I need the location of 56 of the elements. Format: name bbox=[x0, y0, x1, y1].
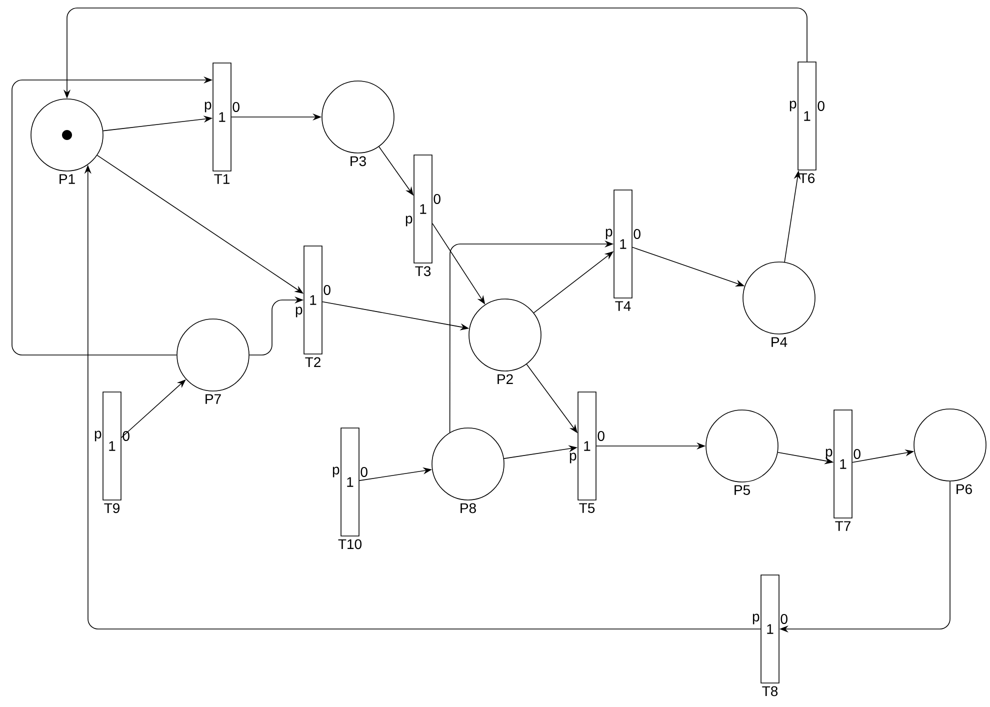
transition-name: T8 bbox=[762, 686, 778, 696]
transition-name: T10 bbox=[338, 539, 362, 550]
side-label: p bbox=[406, 216, 412, 226]
side-label: 0 bbox=[598, 431, 604, 441]
side-label: p bbox=[204, 102, 212, 112]
place-circle bbox=[468, 298, 542, 372]
transition-name: T4 bbox=[615, 301, 631, 311]
side-label: 0 bbox=[818, 101, 824, 111]
side-label: 0 bbox=[634, 229, 640, 239]
place-circle bbox=[176, 318, 250, 392]
transition-bar: 1 bbox=[414, 154, 432, 264]
transition-bar: 1 bbox=[212, 62, 232, 172]
transition-bar: 1 bbox=[798, 62, 816, 170]
transition-name: T3 bbox=[415, 266, 431, 276]
transition-bar: 1 bbox=[614, 190, 632, 298]
place-name: P4 bbox=[772, 337, 788, 347]
side-label: p bbox=[752, 614, 760, 624]
transition-name: T7 bbox=[835, 521, 850, 531]
place-name: P5 bbox=[734, 485, 750, 495]
side-label: p bbox=[570, 452, 576, 464]
place-name: P7 bbox=[206, 394, 221, 404]
place-name: P2 bbox=[498, 374, 513, 384]
transition-bar: 1 bbox=[578, 392, 596, 500]
side-label: p bbox=[606, 228, 612, 240]
place-circle bbox=[914, 408, 986, 482]
side-label: p bbox=[826, 448, 832, 460]
place-circle bbox=[706, 410, 778, 482]
transition-name: T6 bbox=[799, 173, 815, 184]
side-label: 0 bbox=[434, 194, 440, 204]
place-name: P3 bbox=[350, 156, 366, 166]
transition-bar: 1 bbox=[304, 246, 322, 354]
side-label: p bbox=[296, 306, 302, 318]
transition-name: T9 bbox=[104, 503, 120, 514]
transition-name: T2 bbox=[305, 357, 320, 367]
place-name: P6 bbox=[956, 484, 972, 494]
place-name: P8 bbox=[460, 503, 476, 514]
side-label: 0 bbox=[780, 614, 788, 624]
side-label: p bbox=[332, 466, 340, 478]
side-label: p bbox=[790, 100, 796, 112]
place-circle bbox=[432, 428, 504, 500]
transition-bar: 1 bbox=[760, 574, 780, 684]
side-label: 0 bbox=[324, 285, 330, 295]
transition-name: T5 bbox=[579, 503, 595, 513]
side-label: 0 bbox=[232, 102, 240, 112]
transition-bar: 1 bbox=[834, 410, 852, 518]
side-label: 0 bbox=[122, 431, 130, 441]
transition-name: T1 bbox=[214, 174, 230, 184]
side-label: 0 bbox=[360, 467, 368, 477]
side-label: p bbox=[94, 430, 102, 442]
place-circle bbox=[30, 98, 104, 172]
place-name: P1 bbox=[60, 174, 75, 184]
place-circle bbox=[322, 80, 394, 154]
transition-bar: 1 bbox=[102, 392, 122, 500]
place-circle bbox=[742, 262, 816, 334]
side-label: 0 bbox=[854, 449, 860, 459]
transition-bar: 1 bbox=[340, 428, 360, 536]
